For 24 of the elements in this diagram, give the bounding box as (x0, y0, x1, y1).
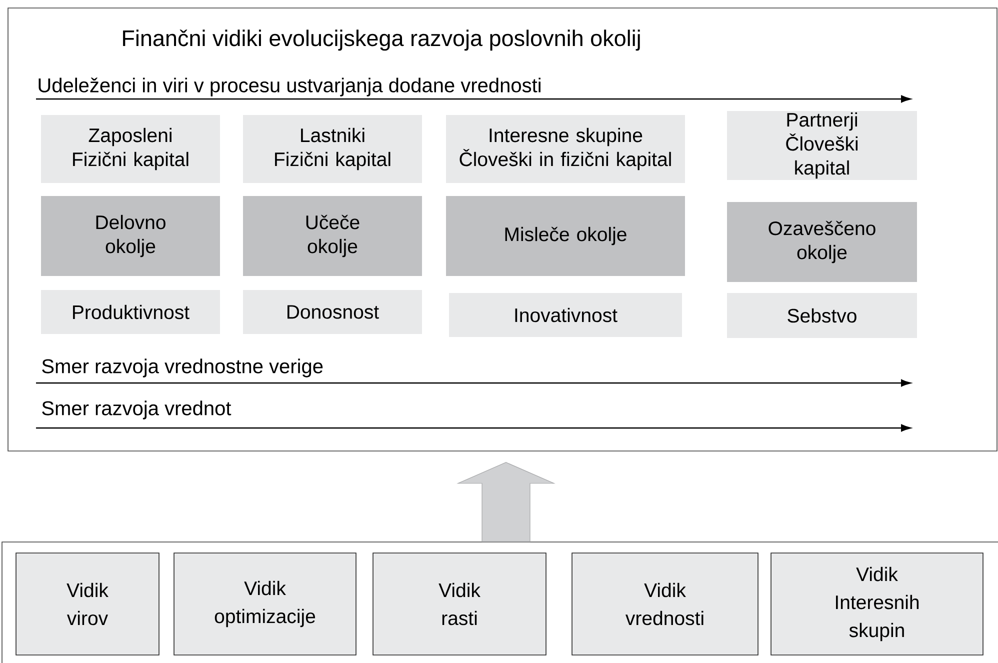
text-box: Sebstvo (727, 292, 917, 338)
text-box: Interesne skupine Človeški in fizični kapital (446, 114, 685, 183)
arrow-label: Smer razvoja vrednot (42, 400, 232, 420)
aspect-box: Vidik vrednosti (572, 552, 758, 656)
aspect-box: Vidik Interesnih skupin (770, 552, 984, 656)
aspect-box: Vidik virov (16, 552, 160, 656)
text-box: Donosnost (243, 290, 422, 334)
arrow-label: Udeleženci in viri v procesu ustvarjanja dodane vrednosti (38, 78, 540, 96)
text-box: Inovativnost (449, 292, 682, 337)
text-box: Produktivnost (41, 290, 220, 334)
environment-box: Delovno okolje (41, 196, 220, 276)
text-box: Partnerji Človeški kapital (727, 110, 917, 180)
block-arrow (456, 462, 556, 542)
text-box: Lastniki Fizični kapital (243, 114, 422, 183)
environment-box: Misleče okolje (446, 196, 685, 276)
text-box: Zaposleni Fizični kapital (41, 114, 220, 183)
environment-box: Ozaveščeno okolje (727, 202, 917, 282)
aspect-box: Vidik rasti (372, 552, 546, 656)
aspect-box: Vidik optimizacije (174, 552, 356, 656)
arrow-label: Smer razvoja vrednostne verige (42, 358, 323, 378)
panel-frame (2, 542, 998, 663)
panel-frame (8, 8, 998, 452)
environment-box: Učeče okolje (243, 196, 422, 276)
diagram-title: Finančni vidiki evolucijskega razvoja poslovnih okolij (123, 30, 640, 51)
